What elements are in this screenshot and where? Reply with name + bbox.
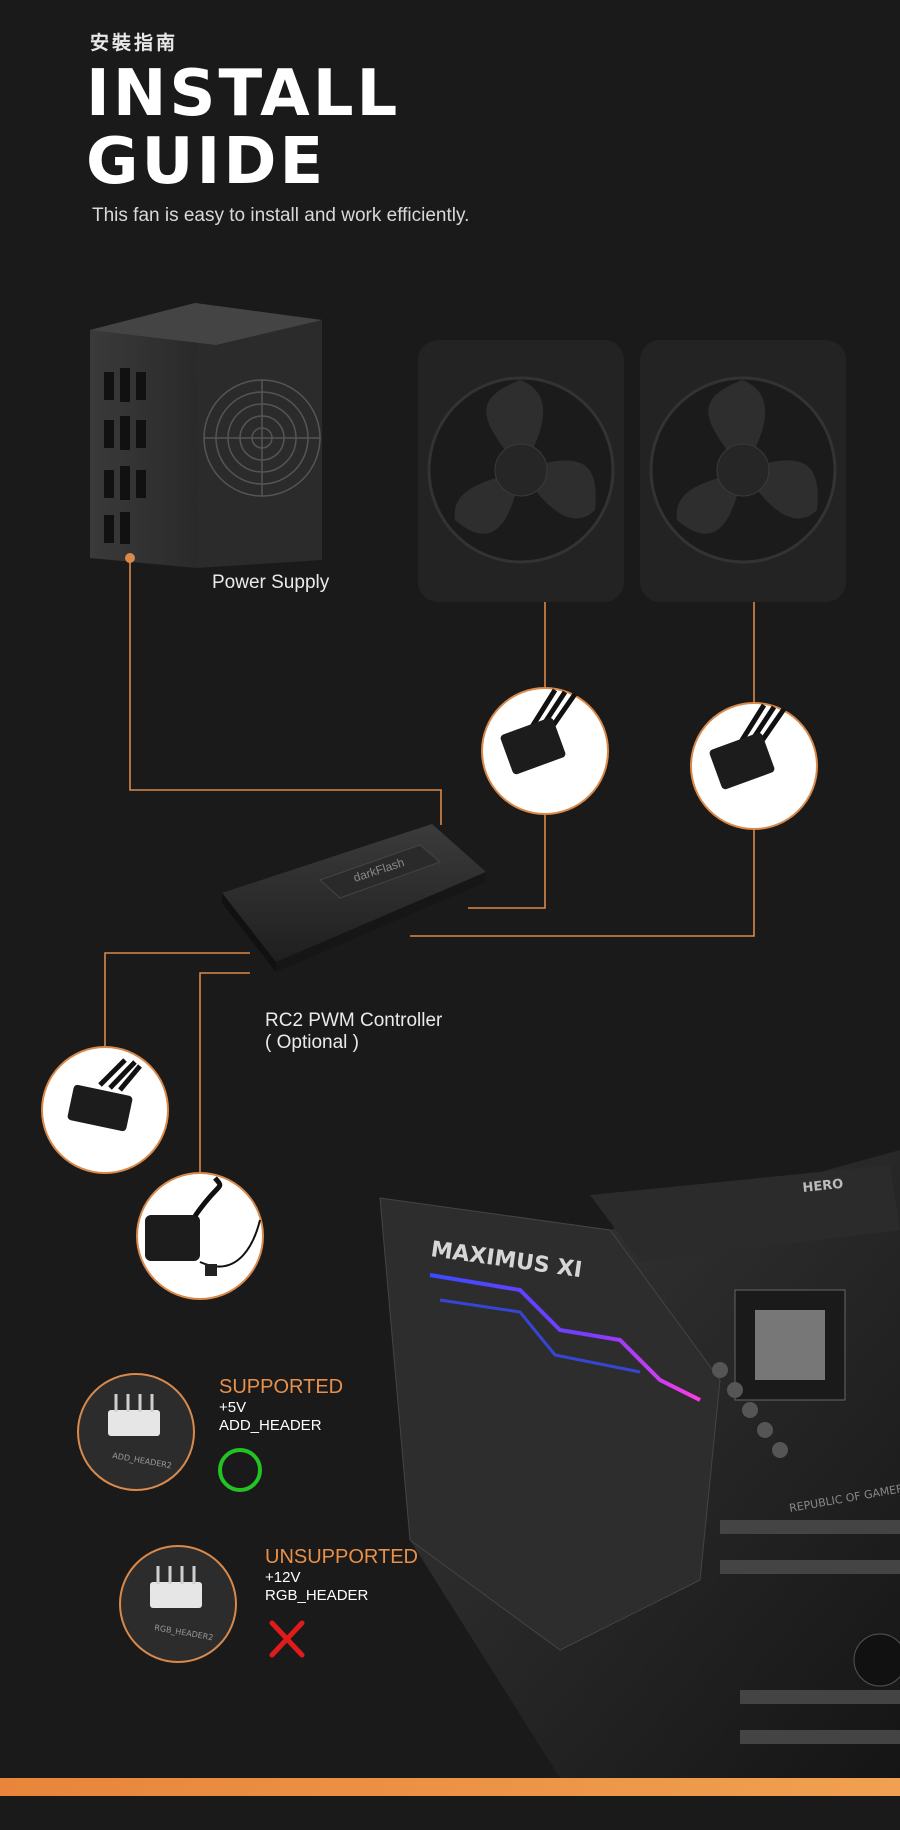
controller-label: RC2 PWM Controller ( Optional ) xyxy=(265,1010,442,1054)
argb-connector xyxy=(136,1172,264,1300)
connection-wires xyxy=(104,558,755,1173)
wire-fan2-to-controller xyxy=(410,830,755,937)
page-title-line1: INSTALL xyxy=(86,57,401,131)
psu-connector-dot xyxy=(125,553,135,563)
wire-controller-to-argb xyxy=(199,972,250,1173)
page-title-line2: GUIDE xyxy=(86,125,327,199)
unsupported-info: UNSUPPORTED +12V RGB_HEADER xyxy=(265,1546,418,1605)
unsupported-header-thumbnail: RGB_HEADER2 xyxy=(119,1545,237,1663)
supported-check-icon xyxy=(218,1448,262,1492)
fan-1 xyxy=(418,340,624,602)
motherboard: MAXIMUS XI HERO REPUBLIC OF GAMERS xyxy=(379,1150,900,1778)
supported-status: SUPPORTED xyxy=(219,1376,344,1398)
controller-label-line2: ( Optional ) xyxy=(265,1032,359,1053)
controller-label-line1: RC2 PWM Controller xyxy=(265,1010,443,1031)
page-tagline: This fan is easy to install and work eff… xyxy=(92,205,470,226)
supported-info: SUPPORTED +5V ADD_HEADER xyxy=(219,1376,343,1435)
motherboard-model-text: HERO xyxy=(802,1177,844,1196)
pwm-connector xyxy=(41,1046,169,1174)
unsupported-header-name: RGB_HEADER xyxy=(265,1587,369,1604)
wire-psu-to-controller xyxy=(129,558,442,825)
fan-connector-2 xyxy=(690,702,818,830)
supported-header-thumbnail: ADD_HEADER2 xyxy=(77,1373,195,1491)
unsupported-voltage: +12V xyxy=(265,1569,301,1586)
unsupported-x-icon xyxy=(269,1620,305,1658)
supported-header-name: ADD_HEADER xyxy=(219,1417,322,1434)
fan-2 xyxy=(640,340,846,602)
fan-connector-1 xyxy=(481,687,609,815)
supported-voltage: +5V xyxy=(219,1399,247,1416)
wire-fan1-to-controller xyxy=(468,815,546,909)
wire-controller-to-pwm xyxy=(104,952,250,1046)
pwm-controller: darkFlash xyxy=(222,824,486,972)
bottom-accent-bar xyxy=(0,1778,900,1796)
page-title: INSTALL GUIDE xyxy=(86,60,400,196)
unsupported-status: UNSUPPORTED xyxy=(265,1546,418,1568)
power-supply xyxy=(90,303,322,568)
page-subtitle-cn: 安裝指南 xyxy=(90,32,179,54)
power-supply-label: Power Supply xyxy=(212,572,330,593)
